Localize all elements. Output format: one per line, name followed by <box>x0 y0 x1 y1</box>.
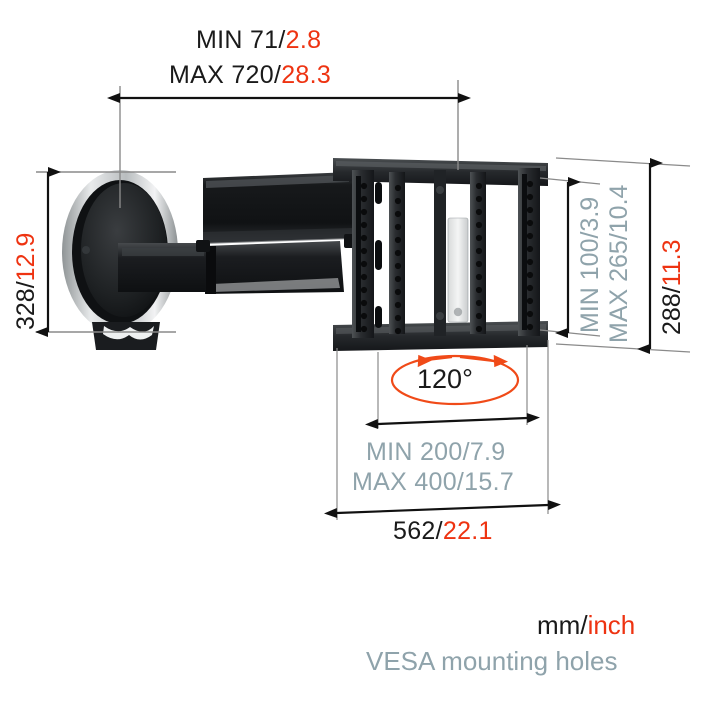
dim-label-right-total-height: 288/11.3 <box>658 239 686 335</box>
mount-arm-upper <box>203 172 352 244</box>
swivel-angle-value: 120 <box>417 364 463 394</box>
vesa-hole-column-inner-left <box>394 184 402 335</box>
legend-units-sep: / <box>580 610 588 640</box>
dim-label-total-width: 562/22.1 <box>393 519 493 544</box>
dim-top-max-sep: / <box>273 61 282 89</box>
legend-vesa-note: VESA mounting holes <box>366 646 618 676</box>
dim-label-right-vesa-min: MIN 100/3.9 <box>576 196 604 333</box>
dim-label-top-min: MIN 71/2.8 <box>196 28 321 53</box>
legend-units-mm: mm <box>537 610 581 640</box>
ext-line-right-total-bottom <box>555 343 691 353</box>
dim-label-vesa-width-min: MIN 200/7.9 <box>366 438 506 466</box>
dim-label-vesa-width-max: MAX 400/15.7 <box>352 468 515 496</box>
arm-joint <box>196 240 210 252</box>
dim-right-total-mm: 288 <box>658 293 686 335</box>
mount-arm-lower <box>118 241 344 294</box>
dim-left-sep: / <box>12 281 40 289</box>
product-label <box>447 217 469 323</box>
dim-total-width-inch: 22.1 <box>442 517 493 545</box>
product-illustration <box>62 158 548 351</box>
dim-label-left-height: 328/12.9 <box>12 232 40 330</box>
ext-line-right-vesa-top <box>539 177 601 185</box>
bracket-slots <box>375 182 382 328</box>
vesa-hole-column-left <box>360 182 368 333</box>
dim-total-width-mm: 562 <box>393 517 436 545</box>
vesa-hole-column-right <box>526 180 534 331</box>
dim-top-min-inch: 2.8 <box>285 26 322 54</box>
dim-total-width-sep: / <box>435 517 443 545</box>
legend-units: mm/inch <box>537 612 635 638</box>
vesa-bracket <box>333 158 548 351</box>
dim-top-max-mm: MAX 720 <box>169 61 274 89</box>
dim-right-total-inch: 11.3 <box>658 239 686 287</box>
dim-top-max-inch: 28.3 <box>281 61 332 89</box>
dim-right-total-sep: / <box>658 286 686 294</box>
ext-line-right-total-top <box>555 157 691 167</box>
swivel-indicator <box>390 354 520 406</box>
swivel-angle-unit: ° <box>462 364 473 394</box>
dim-label-top-max: MAX 720/28.3 <box>169 63 331 88</box>
dim-line-vesa-width <box>365 413 540 429</box>
dim-label-right-vesa-max: MAX 265/10.4 <box>605 184 633 343</box>
legend-units-inch: inch <box>587 610 636 640</box>
dim-top-min-sep: / <box>278 26 286 54</box>
dim-top-min-mm: MIN 71 <box>196 26 279 54</box>
dim-left-mm: 328 <box>12 288 40 330</box>
vesa-hole-column-inner-right <box>475 182 483 333</box>
dim-line-total-width <box>324 500 561 518</box>
dim-left-inch: 12.9 <box>12 232 40 282</box>
swivel-angle-label: 120° <box>417 366 473 393</box>
